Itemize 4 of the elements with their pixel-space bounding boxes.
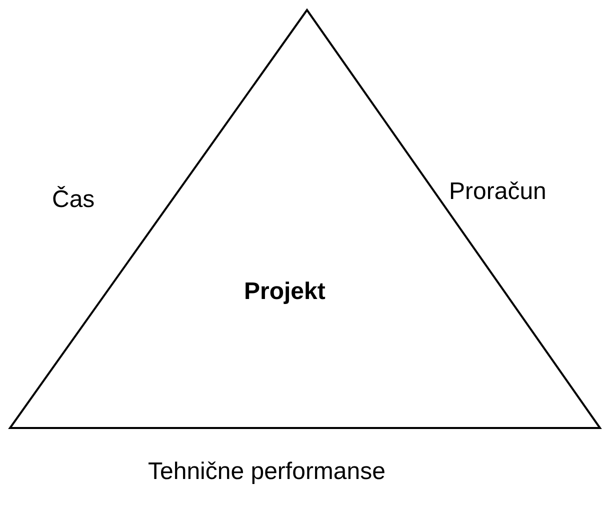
- side-label: Tehnične performanse: [148, 458, 386, 486]
- node-label: Projekt: [244, 278, 326, 306]
- side-label: Proračun: [449, 178, 546, 206]
- side-label: Čas: [52, 186, 95, 214]
